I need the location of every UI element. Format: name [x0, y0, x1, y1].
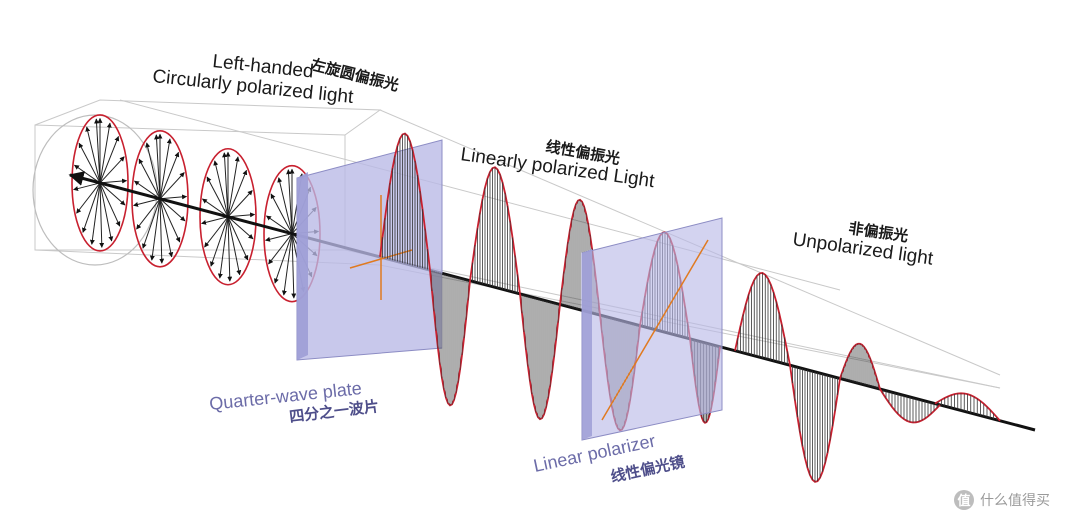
circular-wave — [71, 114, 321, 303]
propagation-axis — [68, 171, 1036, 432]
unpolarized-wave — [734, 272, 1001, 483]
watermark: 值 什么值得买 — [954, 490, 1050, 510]
value-badge-icon: 值 — [954, 490, 974, 510]
svg-text:值: 值 — [957, 493, 970, 508]
quarter-wave-plate — [296, 139, 443, 361]
end-circle — [32, 114, 158, 266]
watermark-text: 什么值得买 — [980, 492, 1050, 509]
linear-polarizer — [581, 217, 723, 441]
